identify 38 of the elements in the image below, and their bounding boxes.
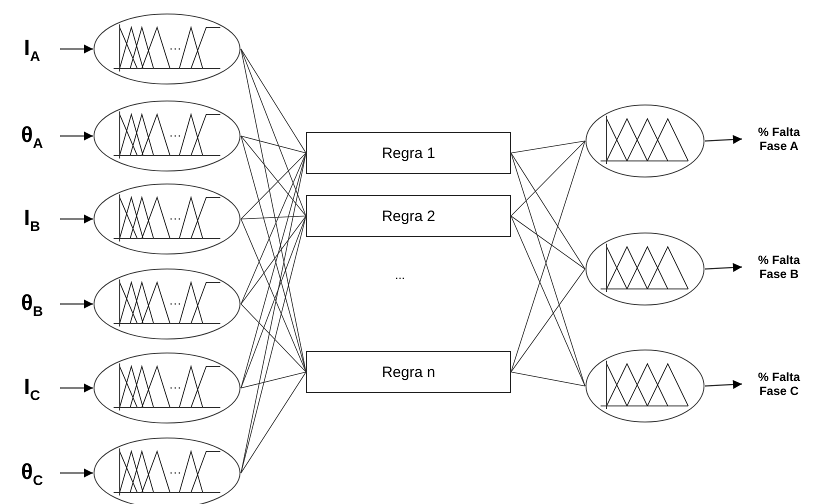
output-label: % Falta Fase A (756, 124, 802, 154)
connector-line (240, 152, 306, 220)
arrow (60, 214, 93, 224)
arrow (60, 468, 93, 478)
arrow (60, 132, 93, 140)
arrow (60, 384, 93, 392)
arrow (704, 135, 742, 144)
arrow (704, 263, 742, 272)
connector-line (240, 216, 306, 304)
connector-line (240, 136, 306, 216)
input-label: θ$_{A}$ (20, 122, 44, 150)
input-label: I$_{A}$ (24, 34, 40, 64)
input-label: I$_{B}$ (24, 204, 40, 234)
connector-line (240, 372, 306, 474)
output-label: % Falta Fase C (756, 370, 802, 398)
connector-line (510, 216, 586, 270)
connector-line (240, 152, 306, 304)
output-label: % Falta Fase B (756, 252, 802, 282)
connector-line (240, 216, 306, 220)
connector-line (240, 136, 306, 154)
connector-line (510, 140, 586, 154)
input-label: θ$_{B}$ (20, 290, 44, 318)
arrow (60, 44, 93, 54)
input-label: I$_{C}$ (24, 374, 40, 402)
connector-line (510, 152, 586, 270)
connector-line (510, 372, 586, 386)
connector-line (240, 372, 306, 388)
connector-line (240, 48, 306, 216)
connector-line (510, 140, 586, 216)
arrow (704, 380, 742, 389)
ellipsis-text: ... (394, 267, 406, 284)
connector-line (510, 268, 586, 372)
input-label: θ$_{C}$ (20, 458, 44, 488)
connector-line (240, 48, 306, 154)
connector-line (240, 304, 306, 372)
connector-line (240, 216, 306, 474)
connector-line (510, 216, 586, 386)
arrow (60, 300, 93, 308)
